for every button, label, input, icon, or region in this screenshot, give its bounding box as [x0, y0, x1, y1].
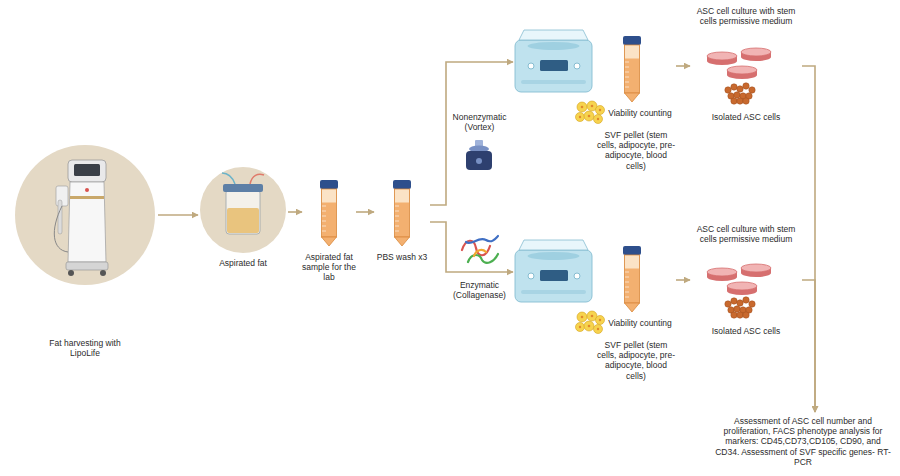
- tube-illustration: [393, 180, 411, 246]
- step-caption: Fat harvesting with LipoLife: [45, 338, 125, 358]
- centrifuge-illustration: [515, 30, 592, 92]
- tube-illustration: [623, 246, 641, 312]
- step-note: SVF pellet (stem cells, adipocyte, pre-a…: [596, 130, 676, 171]
- enzyme-icon: [462, 236, 498, 263]
- edge-label: Enzymatic (Collagenase): [448, 280, 511, 300]
- petri-dish: [741, 48, 771, 61]
- flow-arrow: [158, 214, 198, 216]
- tube-illustration: [623, 36, 641, 102]
- step-caption: ASC cell culture with stem cells permiss…: [690, 224, 802, 244]
- tube-step: PBS wash x3: [374, 175, 430, 275]
- centrifuge-step: Viability countingSVF pellet (stem cells…: [513, 238, 676, 388]
- step-caption: Viability counting: [604, 108, 676, 118]
- petri-dish: [727, 282, 757, 295]
- culture-step: ASC cell culture with stem cells permiss…: [690, 222, 802, 340]
- svf-cells-icon: [576, 101, 605, 124]
- asc-cells-icon: [725, 83, 755, 104]
- flow-arrow: [288, 211, 302, 213]
- flow-arrow: [802, 280, 815, 412]
- petri-dish: [727, 66, 757, 79]
- flow-arrow: [356, 211, 374, 213]
- culture-step: ASC cell culture with stem cells permiss…: [690, 4, 802, 130]
- centrifuge-illustration: [515, 240, 592, 302]
- flow-arrow: [676, 279, 690, 281]
- step-caption: Viability counting: [604, 318, 676, 328]
- asc-cells-icon: [725, 297, 755, 318]
- flow-arrow: [430, 222, 513, 272]
- vortex-icon: [466, 140, 492, 170]
- step-caption: Assessment of ASC cell number and prolif…: [714, 416, 892, 467]
- canister-illustration: [200, 167, 286, 253]
- edge-label: Nonenzymatic (Vortex): [448, 112, 511, 132]
- petri-dish: [707, 268, 737, 281]
- tube-step: Aspirated fat sample for the lab: [302, 175, 356, 286]
- step-note: SVF pellet (stem cells, adipocyte, pre-a…: [596, 340, 676, 381]
- flow-arrow: [676, 65, 690, 67]
- machine-illustration: [15, 145, 155, 285]
- step-caption: Aspirated fat sample for the lab: [302, 252, 356, 283]
- canister-step: Aspirated fat: [198, 165, 288, 275]
- flow-arrow: [430, 62, 513, 205]
- centrifuge-step: Viability countingSVF pellet (stem cells…: [513, 28, 676, 178]
- step-caption: Aspirated fat: [203, 258, 283, 268]
- svf-cells-icon: [576, 311, 605, 334]
- petri-dish: [707, 52, 737, 65]
- tube-illustration: [320, 180, 338, 246]
- step-note: Isolated ASC cells: [690, 326, 802, 336]
- step-caption: ASC cell culture with stem cells permiss…: [690, 6, 802, 26]
- step-note: Isolated ASC cells: [690, 112, 802, 122]
- petri-dish: [741, 264, 771, 277]
- harvest-step: Fat harvesting with LipoLife: [12, 140, 158, 372]
- step-caption: PBS wash x3: [374, 252, 430, 262]
- assessment-box: Assessment of ASC cell number and prolif…: [712, 412, 894, 470]
- flow-arrow: [802, 66, 815, 412]
